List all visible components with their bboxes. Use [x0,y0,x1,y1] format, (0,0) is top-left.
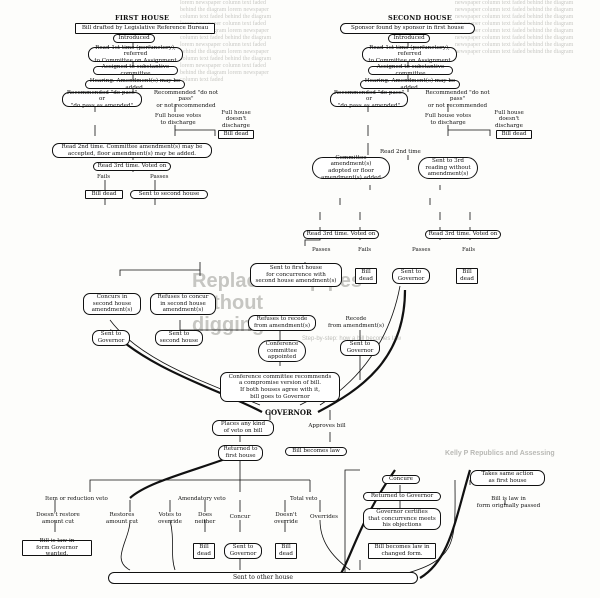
con-returned-box: Returned to Governor [363,492,441,501]
sh-read1-box: Read 1st time (perfunctory), referred to… [362,45,457,64]
veto-amendatory-label: Amendatory veto [178,496,226,502]
second-house-header: SECOND HOUSE [388,14,452,22]
sh-full-votes-label: Full house votes to discharge [424,112,472,126]
fh-read1-box: Read 1st time (perfunctory), referred to… [88,45,183,64]
cc-recommends-box: Conference committee recommends a compro… [220,372,340,402]
fh-drafted-box: Bill drafted by Legislative Reference Bu… [75,23,215,34]
sh-passes-b-label: Passes [412,247,431,253]
sh-sponsor-box: Sponsor found by sponsor in first house [340,23,475,34]
veto-item-label: Item or reduction veto [45,496,108,502]
sh-recommended-not-label: Recommended "do not pass" or not recomme… [425,89,490,109]
fh-read2-box: Read 2nd time. Committee amendment(s) ma… [52,143,212,158]
fh-assigned-box: Assigned to substantive committee [93,64,178,77]
sh-fails-b-label: Fails [462,247,476,253]
sh-bill-dead-3: Bill dead [456,268,478,284]
cc-recede-label: Recede from amendment(s) [327,316,385,329]
fh-full-votes-label: Full house votes to discharge [154,112,202,126]
item-restores-label: Restores amount cut [105,512,139,525]
gov-approves-label: Approves bill [308,422,346,429]
tot-doesnt-override-label: Doesn't override [274,512,298,525]
con-certifies-box: Governor certifies that concurrence meet… [363,508,441,530]
con-law-box: Bill becomes law in changed form. [368,543,436,559]
sh-fails-a-label: Fails [358,247,372,253]
fh-hearing-box: Hearing. Amendment(s) may be added. [85,78,185,91]
item-doesnt-restore-label: Doesn't restore amount cut [36,512,80,525]
cc-concurs-box: Concurs in second house amendment(s) [83,293,141,315]
gov-returned-box: Returned to first house [218,445,263,461]
fh-introduced-box: Introduced [113,34,155,43]
fh-full-doesnt-label: Full house doesn't discharge [221,109,251,129]
sh-recommended-box: Recommended "do pass" or "do pass as ame… [330,90,408,109]
sh-full-doesnt-label: Full house doesn't discharge [494,109,524,129]
cc-sent-gov-box: Sent to Governor [92,330,130,346]
sh-sent3-box: Sent to 3rd reading without amendment(s) [418,157,478,179]
sh-hearing-box: Hearing. Amendment(s) may be added. [360,78,460,91]
governor-header: GOVERNOR [265,408,312,417]
fh-fails-label: Fails [97,174,111,180]
sh-bill-dead-1: Bill dead [496,130,532,139]
same-law-label: Bill is law in form originally passed [476,496,541,509]
tot-overrides-label: Overrides [310,513,338,520]
fh-passes-label: Passes [150,174,169,180]
gov-places-veto-box: Places any kind of veto on bill [212,420,274,436]
sh-introduced-box: Introduced [388,34,430,43]
amd-sent-gov-box: Sent to Governor [224,543,262,559]
sh-assigned-box: Assigned to substantive committee [368,64,453,77]
fh-read3-box: Read 3rd time. Voted on [93,162,171,171]
sh-comm-amend-box: Committee amendment(s) adopted or floor … [312,155,390,181]
sh-read2-label: Read 2nd time [380,149,421,155]
cc-sent-gov2-box: Sent to Governor [340,340,380,356]
amd-bill-dead: Bill dead [193,543,215,559]
con-concure-box: Concure [382,475,420,484]
veto-total-label: Total veto [290,496,318,502]
fh-bill-dead-1: Bill dead [218,130,254,139]
amd-does-neither-label: Does neither [194,512,216,525]
tot-bill-dead: Bill dead [275,543,297,559]
first-house-header: FIRST HOUSE [115,14,170,22]
fh-recommended-box: Recommended "do pass" or "do pass as ame… [62,90,142,109]
fh-bill-dead-2: Bill dead [85,190,123,199]
gov-becomes-law-box: Bill becomes law [285,447,347,456]
cc-sent-second-box: Sent to second house [155,330,203,346]
sh-sent-first-box: Sent to first house for concurrence with… [250,263,342,287]
cc-conference-box: Conference committee appointed [258,340,306,362]
sh-sent-gov-box: Sent to Governor [392,268,430,284]
fh-sent-second-box: Sent to second house [130,190,208,199]
cc-refuses-recede-box: Refuses to recede from amendment(s) [248,315,316,331]
sh-passes-a-label: Passes [312,247,331,253]
amd-concur-label: Concur [229,513,251,520]
fh-recommended-not-label: Recommended "do not pass" or not recomme… [153,89,219,109]
sh-read3-a-box: Read 3rd time. Voted on [303,230,379,239]
same-action-box: Takes same action as first house [470,470,545,486]
sh-read3-b-box: Read 3rd time. Voted on [425,230,501,239]
cc-refuses-box: Refuses to concur in second house amendm… [150,293,216,315]
amd-votes-override-label: Votes to override [158,512,182,525]
sh-bill-dead-2: Bill dead [355,268,377,284]
item-law-box: Bill is law in form Governor wanted. [22,538,92,557]
sent-other-house-box: Sent to other house [108,572,418,584]
